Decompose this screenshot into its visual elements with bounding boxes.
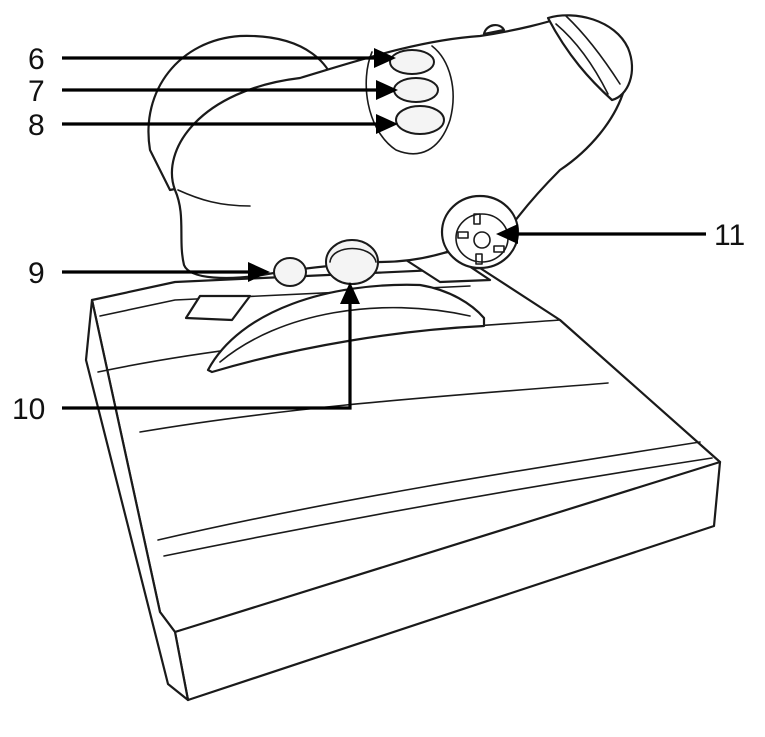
button-6[interactable]	[389, 49, 435, 75]
arrow-11-head	[496, 224, 518, 244]
callout-10: 10	[12, 393, 45, 426]
grip-top-nub	[482, 24, 506, 36]
base-panel-line-2	[139, 382, 609, 433]
collar-left-wing	[184, 294, 252, 322]
dial-notch-4	[475, 253, 483, 265]
base-panel-line-3	[157, 441, 701, 541]
grip-top-ribs	[555, 23, 609, 95]
arrow-9-head	[248, 262, 270, 282]
arrow-8-head	[376, 114, 398, 134]
button-10-inner-ring	[329, 247, 377, 263]
collar-inner-line	[219, 306, 471, 363]
arrow-6-head	[374, 48, 396, 68]
button-8[interactable]	[395, 105, 445, 135]
button-7[interactable]	[393, 77, 439, 103]
arrow-7-head	[376, 80, 398, 100]
button-9[interactable]	[273, 257, 307, 287]
grip-rear-crease	[177, 189, 251, 207]
trigger-buttons	[389, 49, 445, 135]
button-10[interactable]	[325, 239, 379, 285]
dial-notch-1	[473, 213, 481, 225]
callout-8: 8	[28, 109, 45, 142]
arrow-10-head	[340, 282, 360, 304]
grip-top-ribs-2	[565, 15, 621, 85]
grip-finger-groove	[365, 45, 454, 155]
callout-11: 11	[714, 219, 745, 252]
dial-notch-2	[457, 231, 469, 239]
base-panel-line-4	[163, 457, 713, 557]
dial-notch-3	[493, 245, 505, 253]
callout-labels: 6 7 8 9 10 11	[12, 43, 745, 426]
dial-hub	[473, 231, 491, 249]
base-left-face	[84, 298, 190, 702]
callout-7: 7	[28, 75, 45, 108]
joystick-grip	[147, 14, 633, 280]
callout-9: 9	[28, 257, 45, 290]
collar-plate	[206, 283, 486, 374]
callout-6: 6	[28, 43, 45, 76]
callout-arrows	[62, 48, 706, 410]
arrow-10-line	[62, 300, 352, 410]
